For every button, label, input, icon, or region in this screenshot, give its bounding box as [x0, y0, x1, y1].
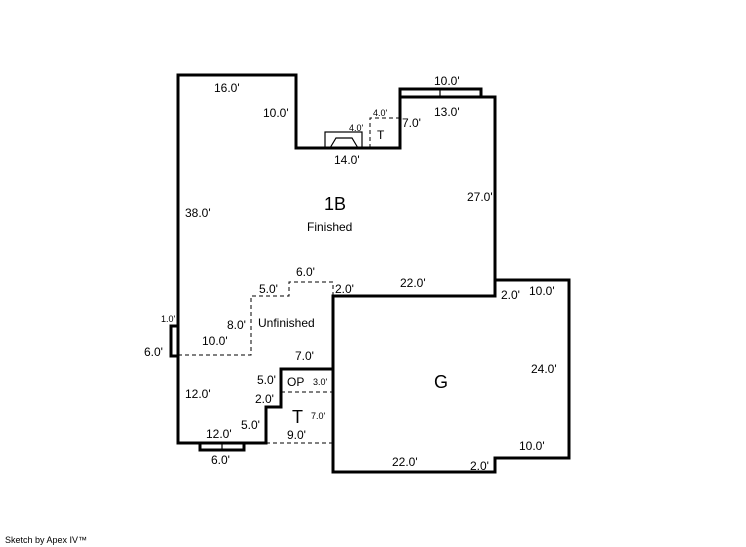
dim: 12.0' — [206, 427, 232, 441]
dim: 2.0' — [470, 459, 489, 473]
dim: 4.0' — [373, 108, 388, 118]
dim: 14.0' — [334, 153, 360, 167]
dim: 5.0' — [257, 373, 276, 387]
dim: 8.0' — [227, 318, 246, 332]
room-garage: G — [434, 372, 448, 392]
garage-outline — [331, 278, 571, 474]
dim: 10.0' — [263, 106, 289, 120]
unfinished-outline — [178, 281, 334, 356]
dim: 7.0' — [402, 116, 421, 130]
dim: 10.0' — [202, 334, 228, 348]
dim: 6.0' — [296, 265, 315, 279]
dim: 22.0' — [392, 455, 418, 469]
room-small-terrace: T — [377, 128, 385, 142]
dim: 4.0' — [349, 123, 364, 133]
dim: 10.0' — [529, 284, 555, 298]
dim: 9.0' — [287, 428, 306, 442]
dim: 5.0' — [259, 282, 278, 296]
dim: 27.0' — [467, 190, 493, 204]
dim: 3.0' — [313, 377, 328, 387]
dim: 10.0' — [519, 439, 545, 453]
fireplace-hearth — [329, 137, 359, 149]
room-terrace: T — [292, 407, 303, 427]
room-1b: 1B — [324, 194, 346, 214]
dim: 1.0' — [161, 314, 176, 324]
dim: 5.0' — [241, 418, 260, 432]
dim: 7.0' — [295, 349, 314, 363]
dim: 12.0' — [185, 387, 211, 401]
dim: 2.0' — [255, 392, 274, 406]
dim: 2.0' — [335, 282, 354, 296]
room-finished: Finished — [307, 220, 352, 234]
dim: 16.0' — [214, 81, 240, 95]
dim: 2.0' — [501, 288, 520, 302]
sketch-credit: Sketch by Apex IV™ — [5, 535, 87, 545]
dim: 24.0' — [531, 362, 557, 376]
small-terrace-outline — [369, 117, 400, 148]
room-porch: OP — [287, 375, 304, 389]
fireplace — [324, 131, 363, 149]
dim: 6.0' — [144, 345, 163, 359]
left-bump — [169, 324, 180, 358]
dim: 10.0' — [434, 74, 460, 88]
room-unfinished: Unfinished — [258, 316, 315, 330]
dim: 38.0' — [185, 206, 211, 220]
dim: 7.0' — [311, 411, 326, 421]
dim: 6.0' — [211, 453, 230, 467]
dim: 13.0' — [434, 105, 460, 119]
dim: 22.0' — [400, 276, 426, 290]
